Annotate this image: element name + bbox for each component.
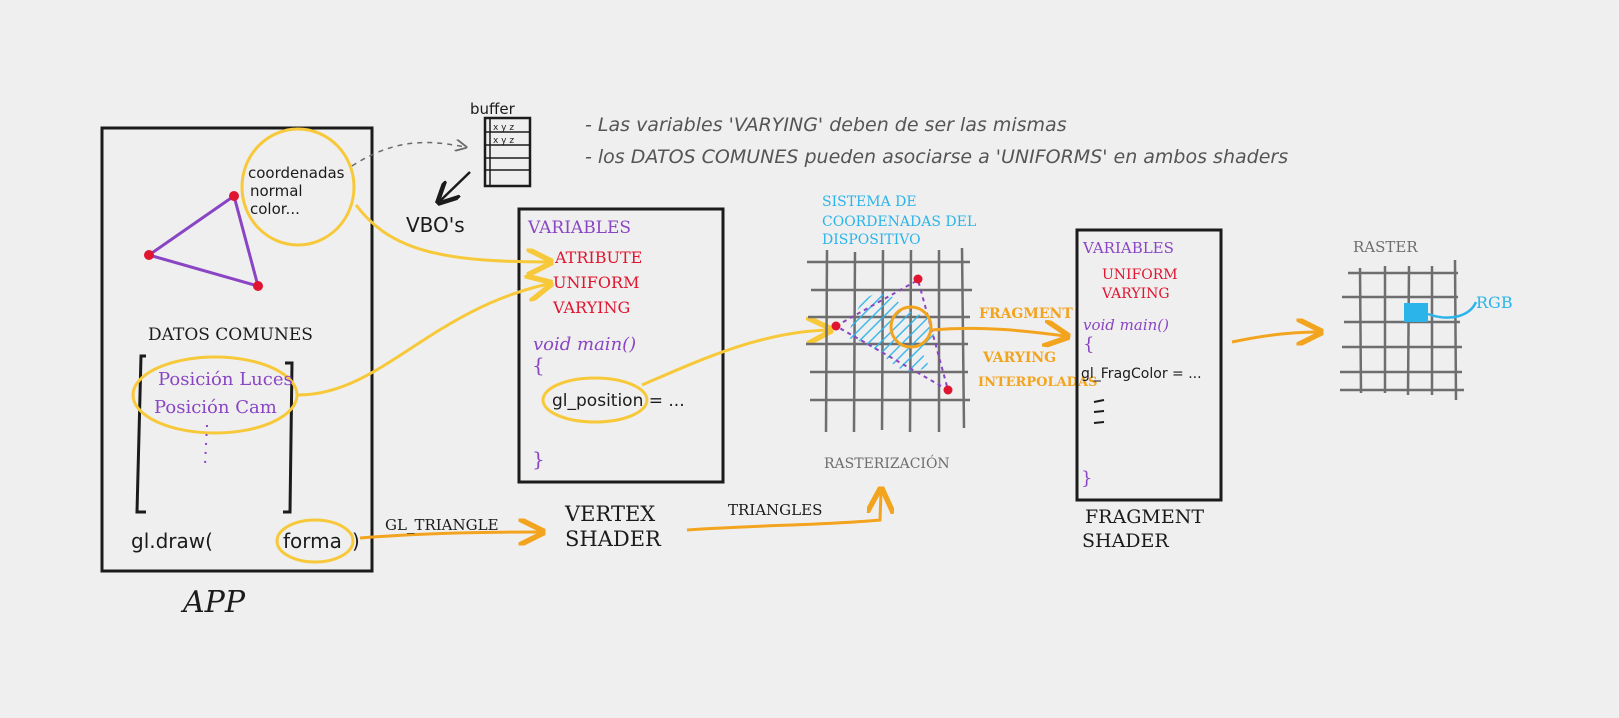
attributes-to-vs-arrow bbox=[354, 204, 548, 262]
fs-close-brace: } bbox=[1081, 468, 1092, 489]
gl-triangle-label: GL_TRIANGLE bbox=[385, 516, 499, 534]
common-to-vs-arrow bbox=[297, 284, 548, 397]
vs-main: void main() bbox=[533, 334, 636, 355]
rgb-label: RGB bbox=[1476, 293, 1513, 312]
common-data-title: DATOS COMUNES bbox=[148, 325, 313, 345]
fs-body-lines bbox=[1093, 399, 1105, 424]
note-uniforms: - los DATOS COMUNES pueden asociarse a '… bbox=[585, 146, 1288, 168]
triangles-label: TRIANGLES bbox=[728, 501, 822, 519]
attribute-coordenadas: coordenadas bbox=[248, 164, 345, 182]
attributes-highlight bbox=[240, 127, 356, 247]
draw-call-arg: forma bbox=[283, 529, 342, 553]
raster-grid bbox=[1340, 259, 1464, 401]
draw-call-prefix: gl.draw( bbox=[131, 529, 213, 553]
raster-label: RASTER bbox=[1353, 238, 1418, 256]
vs-open-brace: { bbox=[532, 353, 545, 377]
buffer-to-vbo-arrow bbox=[440, 171, 471, 201]
attribute-color: color... bbox=[250, 200, 300, 218]
vertex-shader-label-2: SHADER bbox=[565, 527, 662, 551]
gl-position-to-raster-arrow bbox=[641, 330, 828, 387]
system-label-1: SISTEMA DE bbox=[822, 194, 917, 210]
raster-pixel bbox=[1404, 303, 1428, 322]
triangle-shape bbox=[144, 191, 263, 291]
vs-body: gl_position = ... bbox=[552, 391, 685, 411]
varying-label-1: VARYING bbox=[982, 350, 1056, 366]
app-label: APP bbox=[180, 585, 246, 620]
fs-variables-title: VARIABLES bbox=[1082, 239, 1174, 257]
fs-main: void main() bbox=[1083, 316, 1169, 334]
fragment-shader-box: VARIABLES UNIFORM VARYING void main() { … bbox=[1075, 228, 1223, 502]
raster-vertex-2 bbox=[913, 274, 923, 284]
rgb-pointer bbox=[1427, 301, 1478, 319]
raster-vertex-1 bbox=[831, 321, 841, 331]
common-data-highlight bbox=[131, 355, 299, 435]
note-varying: - Las variables 'VARYING' deben de ser l… bbox=[585, 114, 1067, 136]
app-box: coordenadas normal color... DATOS COMUNE… bbox=[100, 126, 374, 573]
common-item-cam: Posición Cam bbox=[154, 397, 277, 418]
triangle-outline-raster bbox=[833, 278, 950, 393]
raster-vertex-3 bbox=[943, 385, 953, 395]
draw-to-vs-arrow bbox=[359, 532, 540, 538]
fragment-shader-label-1: FRAGMENT bbox=[1085, 506, 1204, 528]
buffer-label: buffer bbox=[470, 100, 516, 118]
buffer-row-2: x y z bbox=[493, 136, 514, 146]
draw-arg-highlight bbox=[275, 518, 355, 564]
buffer-icon: buffer x y z x y z bbox=[470, 100, 532, 188]
dashed-arrow-to-buffer bbox=[351, 143, 465, 167]
vs-to-raster-arrow bbox=[686, 492, 881, 532]
vs-var-varying: VARYING bbox=[552, 298, 630, 317]
vs-var-uniform: UNIFORM bbox=[553, 273, 639, 292]
vbo-label: VBO's bbox=[406, 213, 465, 237]
vs-close-brace: } bbox=[532, 447, 545, 471]
fs-var-uniform: UNIFORM bbox=[1102, 267, 1178, 283]
vertex-shader-label-1: VERTEX bbox=[564, 502, 655, 526]
fragment-arrow bbox=[930, 328, 1065, 336]
buffer-row-1: x y z bbox=[493, 123, 514, 133]
rasterization-label: RASTERIZACIÓN bbox=[824, 454, 950, 472]
varying-label-2: INTERPOLADAS bbox=[978, 375, 1097, 390]
common-item-luces: Posición Luces bbox=[158, 369, 293, 390]
gl-position-highlight bbox=[541, 376, 649, 424]
vs-variables-title: VARIABLES bbox=[527, 218, 631, 238]
fs-body: gl_FragColor = ... bbox=[1081, 366, 1202, 382]
system-label-2: COORDENADAS DEL bbox=[822, 214, 976, 230]
vertex-shader-box: VARIABLES ATRIBUTE UNIFORM VARYING void … bbox=[517, 207, 725, 484]
system-label-3: DISPOSITIVO bbox=[822, 232, 921, 248]
fs-to-raster-arrow bbox=[1231, 332, 1318, 342]
fs-open-brace: { bbox=[1083, 334, 1094, 355]
fs-var-varying: VARYING bbox=[1101, 286, 1170, 302]
draw-call-suffix: ) bbox=[352, 529, 360, 553]
fragment-highlight bbox=[889, 305, 933, 349]
fragment-shader-label-2: SHADER bbox=[1082, 530, 1169, 552]
fragment-arrow-label: FRAGMENT bbox=[979, 306, 1073, 322]
vs-var-attribute: ATRIBUTE bbox=[554, 248, 642, 267]
attribute-normal: normal bbox=[250, 182, 303, 200]
